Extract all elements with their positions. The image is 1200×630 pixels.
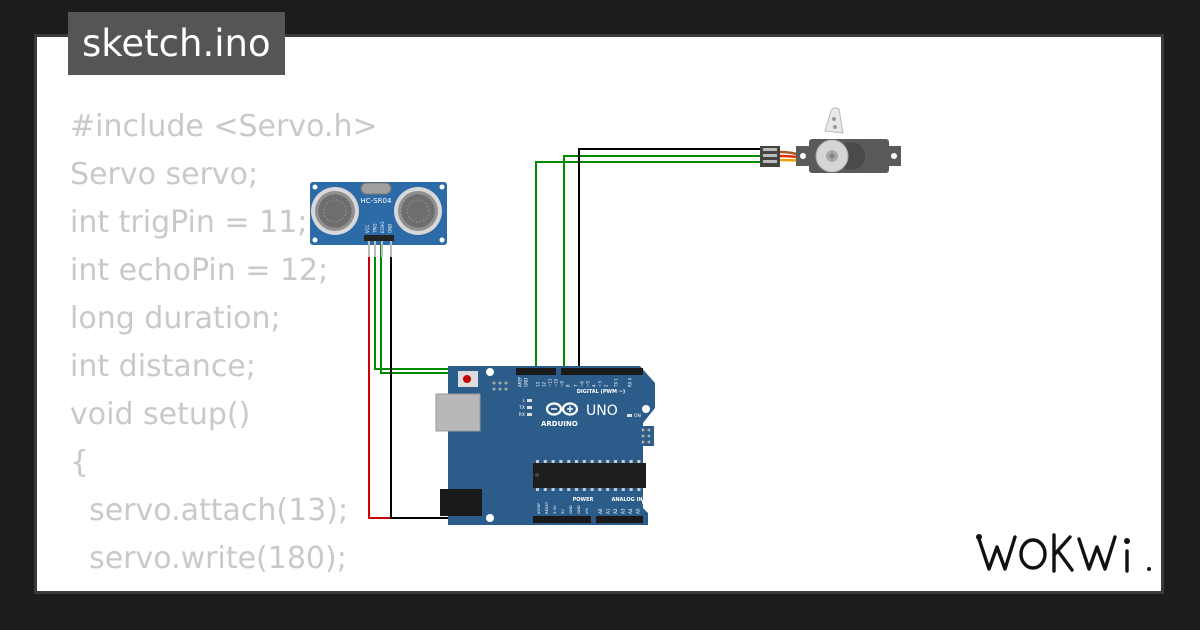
led-label: TX bbox=[518, 405, 525, 411]
code-line: delay(2000); bbox=[70, 583, 378, 591]
sensor-model-label: HC-SR04 bbox=[361, 197, 392, 205]
file-name-tag: sketch.ino bbox=[68, 12, 285, 75]
digital-pin-label: 2 bbox=[604, 384, 609, 387]
digital-pin-label: TX 1 bbox=[614, 378, 619, 388]
digital-pin-label: RX 0 bbox=[628, 377, 633, 387]
power-header bbox=[533, 516, 591, 523]
sensor-pin-label: VCC bbox=[365, 224, 370, 233]
led-rx bbox=[527, 413, 532, 416]
digital-pin-label: 12 bbox=[542, 381, 547, 387]
analog-pin-label: A0 bbox=[598, 508, 603, 514]
wire-trig bbox=[374, 241, 543, 370]
led-label: L bbox=[522, 398, 525, 404]
wokwi-logo bbox=[976, 533, 1151, 573]
digital-pin-label: ~6 bbox=[580, 381, 585, 387]
arduino-logo bbox=[545, 402, 579, 416]
analog-pin-label: A5 bbox=[636, 508, 641, 514]
code-line: int distance; bbox=[70, 349, 256, 384]
digital-pin-label: ~5 bbox=[586, 381, 591, 387]
power-pin-label: 3.3V bbox=[552, 505, 557, 514]
diagram-card: #include <Servo.h> Servo servo; int trigPi… bbox=[34, 34, 1164, 594]
digital-label: DIGITAL (PWM ~) bbox=[577, 389, 625, 395]
code-line: servo.attach(13); bbox=[70, 493, 349, 528]
board-model-label: UNO bbox=[586, 403, 618, 419]
power-jack bbox=[440, 489, 482, 516]
microcontroller-chip bbox=[533, 463, 646, 488]
power-pin-label: Vin bbox=[584, 507, 589, 514]
analog-pin-label: A1 bbox=[606, 508, 611, 514]
analog-pin-label: A3 bbox=[621, 508, 626, 514]
analog-pin-label: A4 bbox=[628, 508, 633, 514]
code-line: int trigPin = 11; bbox=[70, 205, 308, 240]
led-label: RX bbox=[519, 412, 525, 418]
analog-label: ANALOG IN bbox=[611, 497, 642, 503]
brand-label: ARDUINO bbox=[541, 420, 578, 428]
power-pin-label: 5V bbox=[560, 509, 565, 514]
digital-header-right bbox=[561, 368, 643, 375]
code-line: { bbox=[70, 445, 90, 480]
icsp-header-side bbox=[640, 426, 654, 446]
code-line: Servo servo; bbox=[70, 157, 259, 192]
sensor-pin-label: ECHO bbox=[380, 222, 385, 233]
power-pin-label: IOREF bbox=[536, 503, 541, 514]
sensor-pin-label: GND bbox=[388, 224, 393, 233]
sensor-crystal bbox=[360, 182, 392, 195]
power-pin-label: GND bbox=[576, 505, 581, 514]
power-pin-label: GND bbox=[568, 505, 573, 514]
code-line: int echoPin = 12; bbox=[70, 253, 329, 288]
digital-pin-label: ~3 bbox=[598, 381, 603, 387]
wire-servo-signal bbox=[535, 161, 763, 375]
code-line: long duration; bbox=[70, 301, 281, 336]
digital-pin-label: ~10 bbox=[554, 378, 559, 387]
sensor-pin-header bbox=[364, 235, 394, 241]
sensor-transducer-right bbox=[394, 187, 442, 235]
led-tx bbox=[527, 406, 532, 409]
reset-button bbox=[463, 375, 471, 383]
digital-pin-label: AREF bbox=[518, 376, 523, 387]
sensor-pin-label: TRIG bbox=[373, 223, 378, 234]
analog-pin-label: A2 bbox=[613, 508, 618, 514]
digital-pin-label: 13 bbox=[536, 381, 541, 387]
power-label: POWER bbox=[573, 497, 594, 503]
led-l bbox=[527, 399, 532, 402]
usb-port bbox=[435, 393, 481, 432]
code-line: void setup() bbox=[70, 397, 251, 432]
digital-pin-label: 7 bbox=[574, 384, 579, 387]
code-line: #include <Servo.h> bbox=[70, 109, 378, 144]
servo-motor[interactable] bbox=[760, 107, 901, 173]
code-line: servo.write(180); bbox=[70, 541, 347, 576]
digital-pin-label: 4 bbox=[592, 384, 597, 387]
analog-header bbox=[596, 516, 643, 523]
digital-pin-label: ~11 bbox=[548, 378, 553, 387]
power-pin-label: RESET bbox=[544, 501, 549, 514]
wire-echo bbox=[380, 241, 539, 374]
digital-pin-label: 8 bbox=[566, 384, 571, 387]
code-preview: #include <Servo.h> Servo servo; int trigPi… bbox=[70, 103, 378, 591]
digital-pin-label: GND bbox=[524, 378, 529, 387]
on-led-label: ON bbox=[634, 413, 641, 419]
digital-header-left bbox=[516, 368, 556, 375]
icsp-header-top bbox=[492, 381, 508, 391]
sensor-transducer-left bbox=[311, 187, 359, 235]
digital-pin-label: ~9 bbox=[560, 381, 565, 387]
